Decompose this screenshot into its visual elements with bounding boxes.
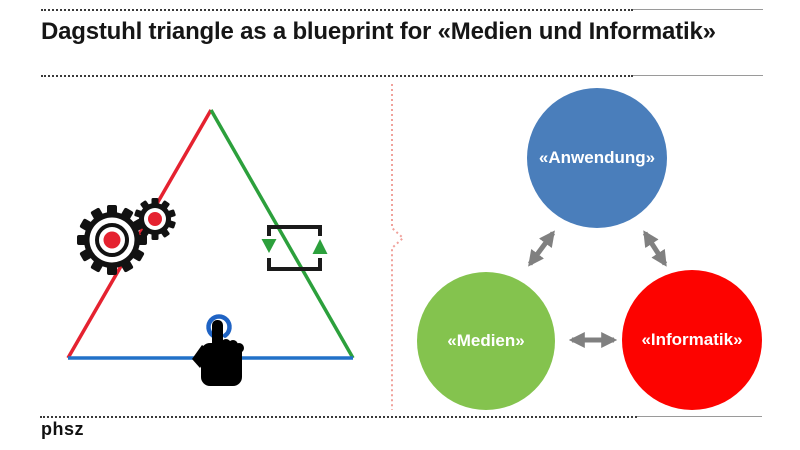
circle-medien: «Medien» [417,272,555,410]
up-arrowhead [312,239,328,254]
slide-title: Dagstuhl triangle as a blueprint for «Me… [41,18,716,45]
triangle-right-side [209,109,355,359]
bottom-rule [40,416,762,418]
circle-anwendung-label: «Anwendung» [538,148,656,167]
title-underline-rule [41,75,763,77]
tap-hand-icon [192,314,244,386]
arrow-anwendung-medien [527,230,556,267]
title-underline-solid [633,75,763,76]
top-rule [41,9,763,11]
section-divider [391,84,405,410]
relation-arrows [527,230,668,349]
gears-icon [77,198,176,275]
down-arrowhead [261,239,277,253]
hand-silhouette [192,320,244,386]
top-rule-solid [633,9,763,10]
triangle-left-side [66,109,213,359]
circle-anwendung: «Anwendung» [527,88,667,228]
tap-circle [206,314,232,338]
loop-arrows-icon [261,225,328,271]
phsz-logo: phsz [41,419,85,439]
circle-medien-label: «Medien» [447,331,525,350]
arrow-anwendung-informatik [642,230,668,267]
bottom-rule-dotted [40,416,637,418]
circle-informatik-label: «Informatik» [641,330,743,349]
top-rule-dotted [41,9,633,11]
circle-informatik: «Informatik» [622,270,762,410]
bottom-rule-solid [637,416,762,417]
title-underline-dotted [41,75,633,77]
